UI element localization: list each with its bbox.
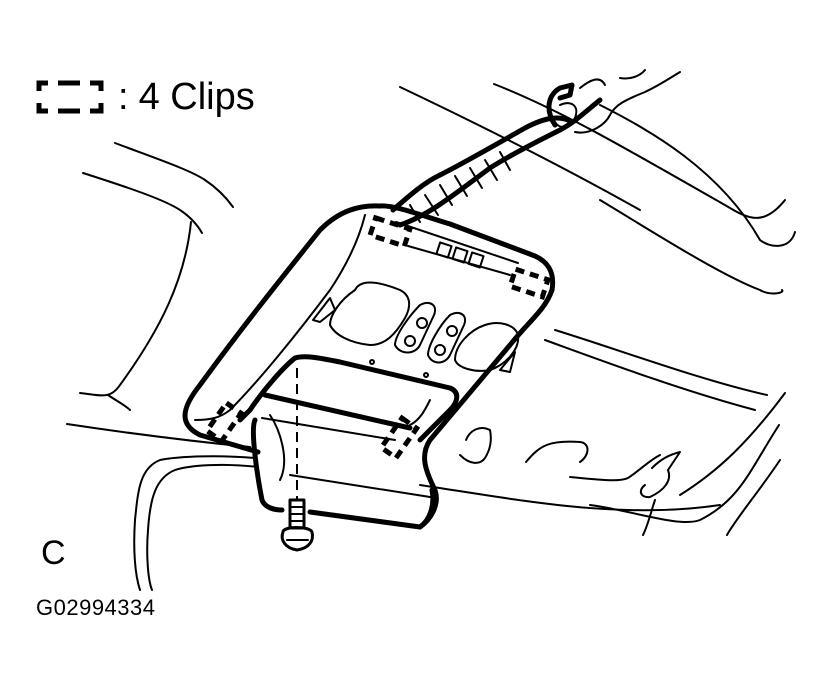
clip-top-right — [506, 266, 552, 300]
clip-bottom-right — [377, 414, 421, 462]
legend-text: 4 Clips — [138, 76, 255, 118]
clip-bottom-left — [203, 399, 245, 445]
screwdriver — [390, 69, 681, 228]
view-label: C — [41, 534, 66, 572]
roof-console — [182, 203, 556, 530]
legend-separator: : — [118, 76, 129, 118]
headliner-lines — [66, 83, 796, 536]
clip-symbol-icon — [36, 80, 104, 114]
sun-visor — [133, 455, 259, 591]
clips — [203, 214, 552, 462]
figure-id: G02994334 — [36, 595, 156, 620]
visor-hooks — [459, 427, 681, 536]
bolt — [280, 498, 314, 552]
legend: : 4 Clips — [36, 74, 255, 120]
clip-top-left — [366, 214, 414, 250]
